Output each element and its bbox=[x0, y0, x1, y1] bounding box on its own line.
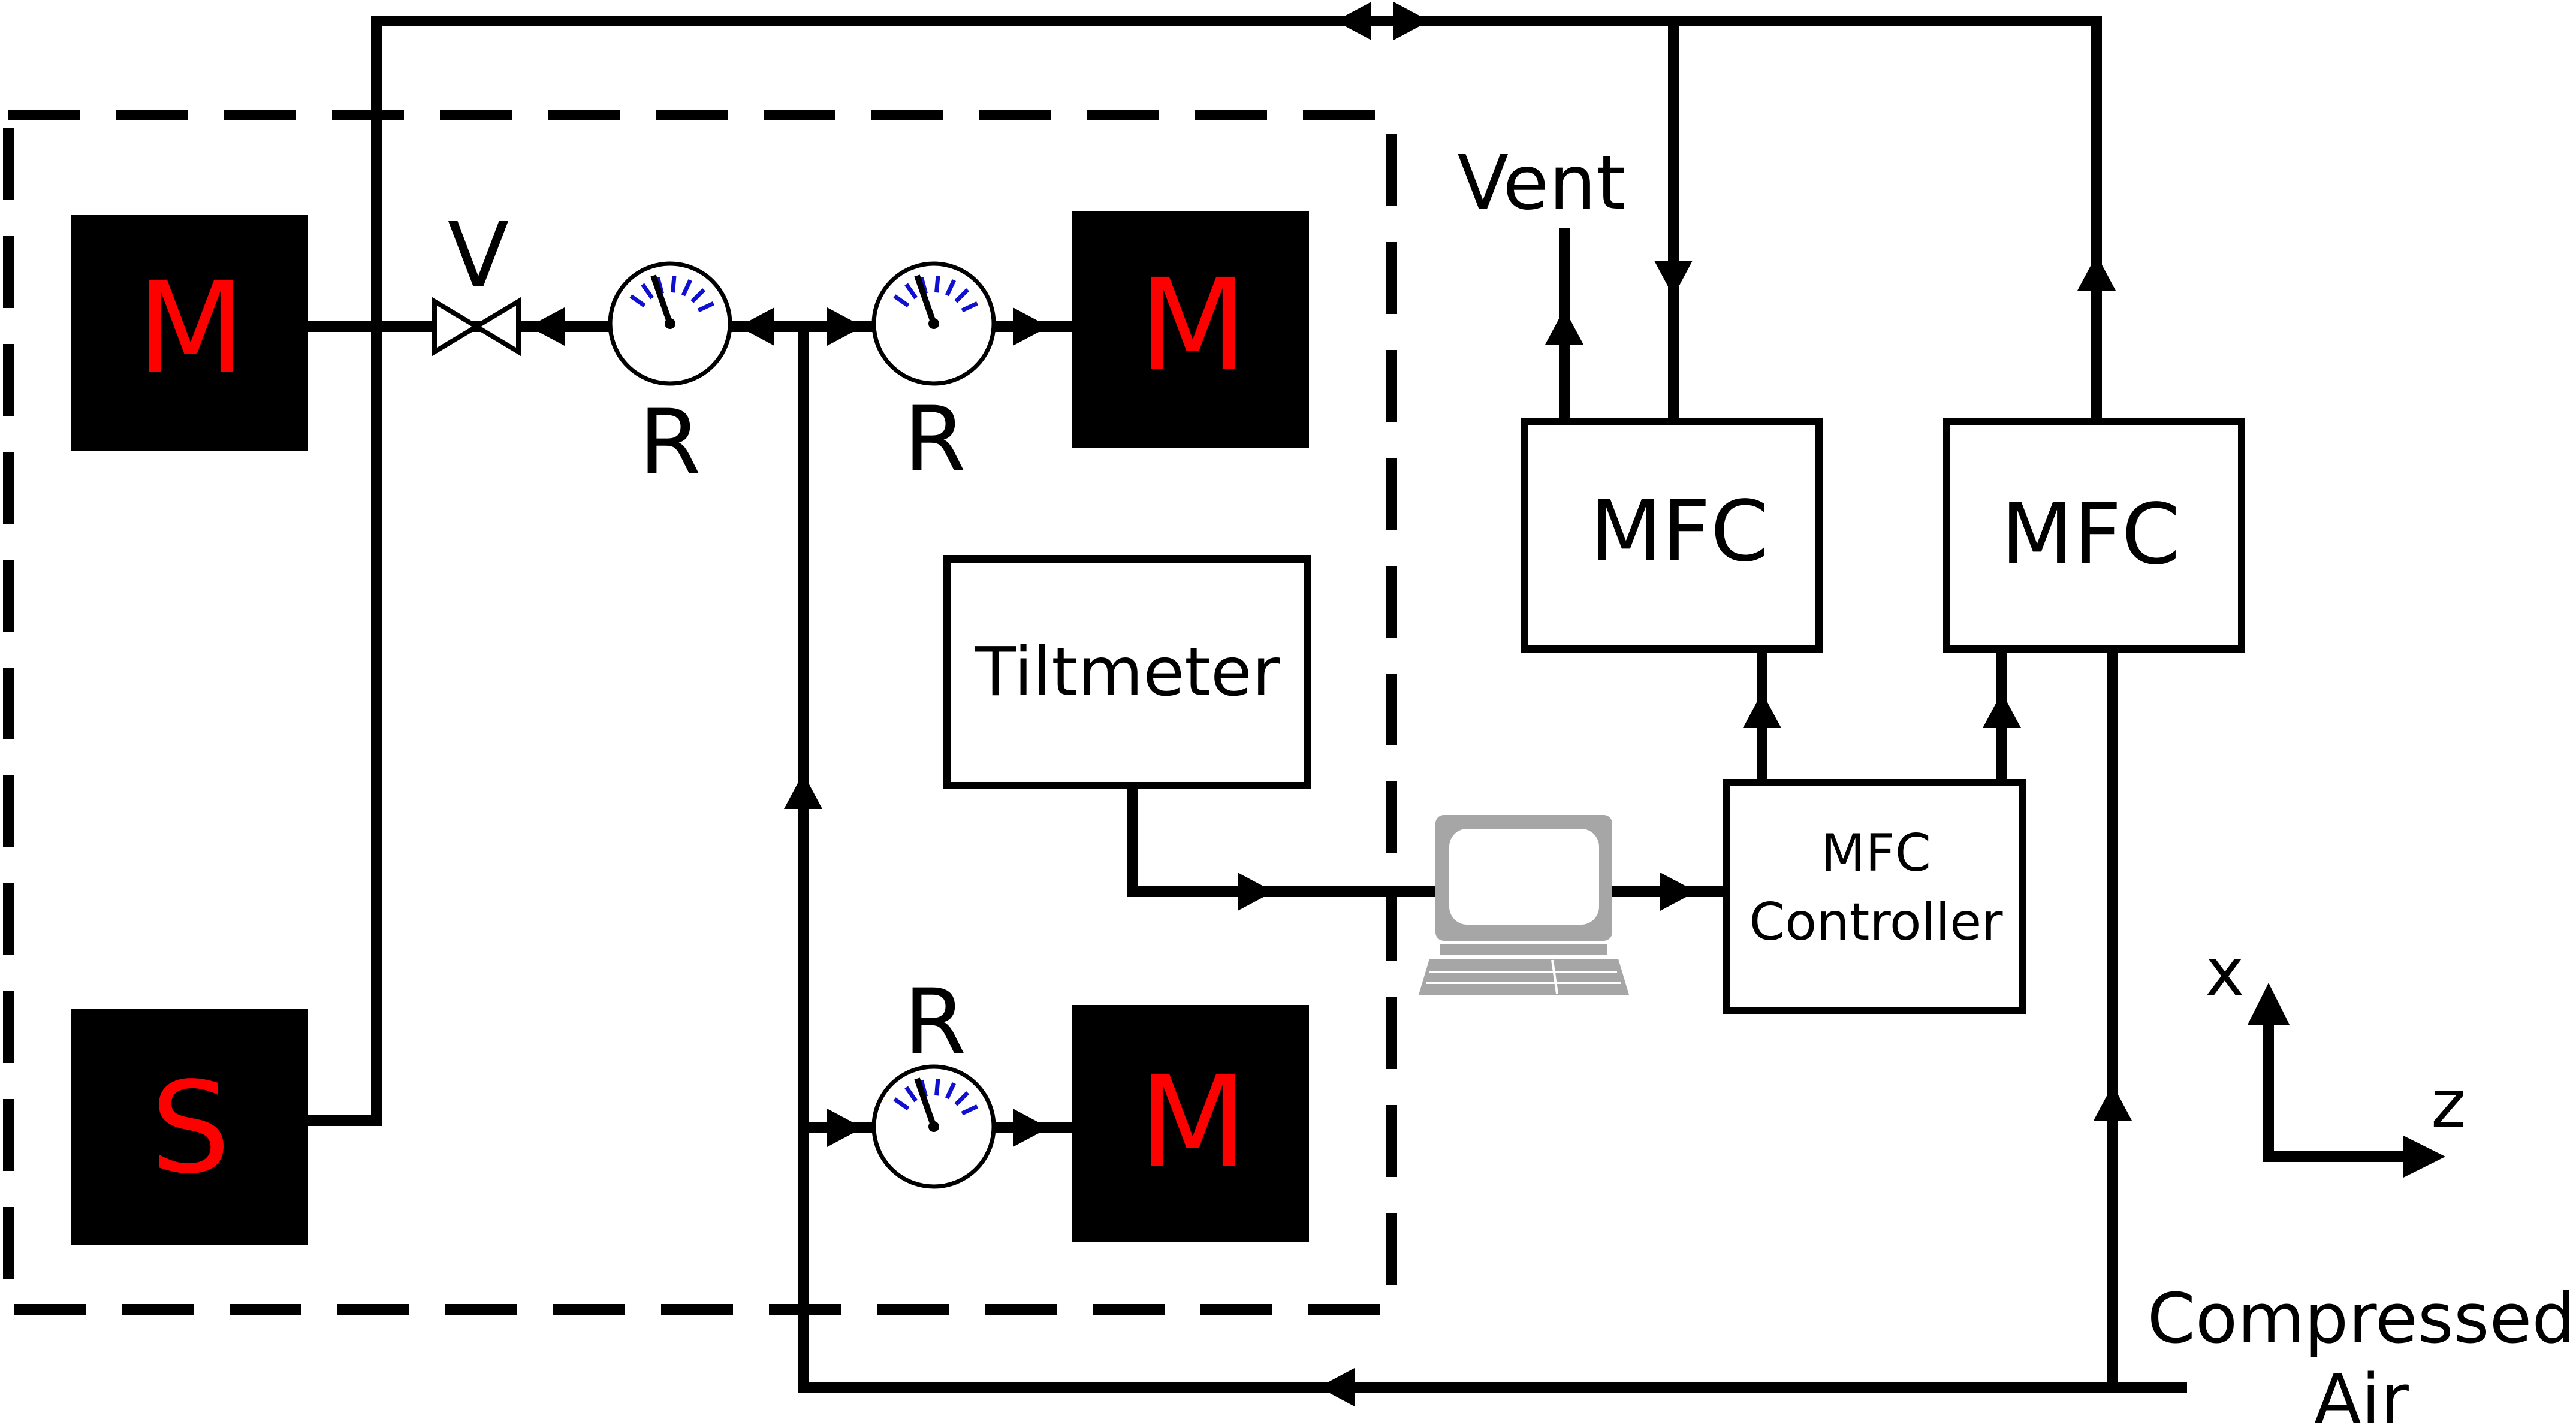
vent-label: Vent bbox=[1458, 140, 1626, 227]
slave-feed-line bbox=[297, 16, 2102, 1126]
computer-icon bbox=[1419, 815, 1629, 995]
master-block: M bbox=[71, 215, 308, 451]
coordinate-axes: x z bbox=[2205, 934, 2466, 1178]
mfc-label: MFC bbox=[1589, 483, 1769, 581]
axis-z-label: z bbox=[2431, 1065, 2466, 1142]
block-letter: S bbox=[150, 1055, 230, 1201]
compressed-air-label: Air bbox=[2314, 1360, 2409, 1425]
tiltmeter-signal-line bbox=[1127, 780, 1444, 897]
tiltmeter-label: Tiltmeter bbox=[975, 633, 1280, 711]
enclosure-boundary bbox=[3, 110, 1397, 1315]
pressure-gauge-icon bbox=[871, 261, 996, 386]
mfc-box: MFC bbox=[1943, 418, 2245, 653]
regulator-label: R bbox=[904, 970, 966, 1074]
pressure-gauge-icon bbox=[608, 261, 732, 386]
return-line bbox=[798, 321, 2187, 1393]
block-letter: M bbox=[1138, 252, 1247, 398]
compressed-air-label: Compressed bbox=[2147, 1279, 2576, 1359]
mfc-box: MFC bbox=[1521, 418, 1823, 653]
master-block: M bbox=[1072, 211, 1309, 448]
regulator-label: R bbox=[904, 388, 966, 492]
valve-icon bbox=[432, 297, 521, 357]
master-block: M bbox=[1072, 1005, 1309, 1242]
mfc-controller-box: MFC Controller bbox=[1723, 779, 2026, 1014]
flow-arrows bbox=[529, 2, 2132, 1406]
block-letter: M bbox=[136, 255, 245, 401]
valve-label: V bbox=[448, 204, 509, 308]
mfc-label: MFC bbox=[2001, 486, 2180, 584]
mfc-controller-label: MFC bbox=[1821, 823, 1931, 883]
axis-x-label: x bbox=[2205, 934, 2244, 1010]
slave-block: S bbox=[71, 1009, 308, 1245]
mfc-controller-label: Controller bbox=[1749, 892, 2003, 952]
pressure-gauge-icon bbox=[871, 1064, 996, 1189]
tiltmeter-box: Tiltmeter bbox=[943, 555, 1311, 789]
block-letter: M bbox=[1138, 1049, 1247, 1195]
regulator-label: R bbox=[639, 391, 701, 495]
